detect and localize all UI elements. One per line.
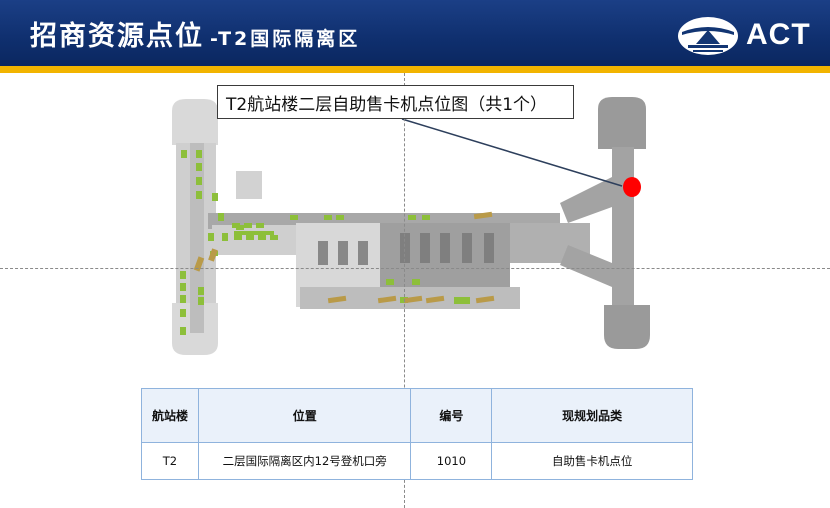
table-row: T2 二层国际隔离区内12号登机口旁 1010 自助售卡机点位 bbox=[141, 442, 693, 480]
title-sub: -T2国际隔离区 bbox=[210, 28, 361, 50]
table-header-row: 航站楼 位置 编号 现规划品类 bbox=[141, 388, 693, 443]
act-logo: ACT bbox=[676, 14, 816, 58]
callout-leader-line bbox=[401, 118, 623, 187]
right-pier-body bbox=[612, 147, 634, 307]
guide-line-vertical bbox=[404, 73, 405, 508]
logo-emblem-icon bbox=[678, 17, 738, 55]
kiosk-location-marker[interactable] bbox=[623, 177, 641, 197]
page-title: 招商资源点位 -T2国际隔离区 bbox=[30, 14, 360, 54]
col-header-terminal: 航站楼 bbox=[141, 388, 199, 443]
small-building bbox=[236, 171, 262, 199]
callout-text: T2航站楼二层自助售卡机点位图（共1个） bbox=[226, 94, 548, 115]
terminal-floor-map bbox=[0, 73, 830, 373]
left-concourse-top bbox=[172, 99, 218, 145]
guide-line-horizontal bbox=[0, 268, 830, 269]
title-main: 招商资源点位 bbox=[30, 21, 204, 52]
kiosk-markers bbox=[193, 211, 495, 304]
right-pier-bottom bbox=[604, 305, 650, 349]
shop-markers bbox=[180, 150, 470, 335]
col-header-category: 现规划品类 bbox=[491, 388, 693, 443]
cell-number: 1010 bbox=[410, 442, 493, 480]
callout-box: T2航站楼二层自助售卡机点位图（共1个） bbox=[217, 85, 574, 119]
header-stripe bbox=[0, 66, 830, 73]
cell-location: 二层国际隔离区内12号登机口旁 bbox=[197, 442, 412, 480]
terminal-map-svg bbox=[172, 97, 650, 355]
cell-category: 自助售卡机点位 bbox=[491, 442, 693, 480]
col-header-number: 编号 bbox=[410, 388, 493, 443]
header-banner: 招商资源点位 -T2国际隔离区 ACT bbox=[0, 0, 830, 66]
location-table: 航站楼 位置 编号 现规划品类 T2 二层国际隔离区内12号登机口旁 1010 … bbox=[141, 388, 693, 480]
right-pier-top bbox=[598, 97, 646, 149]
col-header-location: 位置 bbox=[197, 388, 412, 443]
cell-terminal: T2 bbox=[141, 442, 199, 480]
logo-text: ACT bbox=[746, 18, 811, 51]
